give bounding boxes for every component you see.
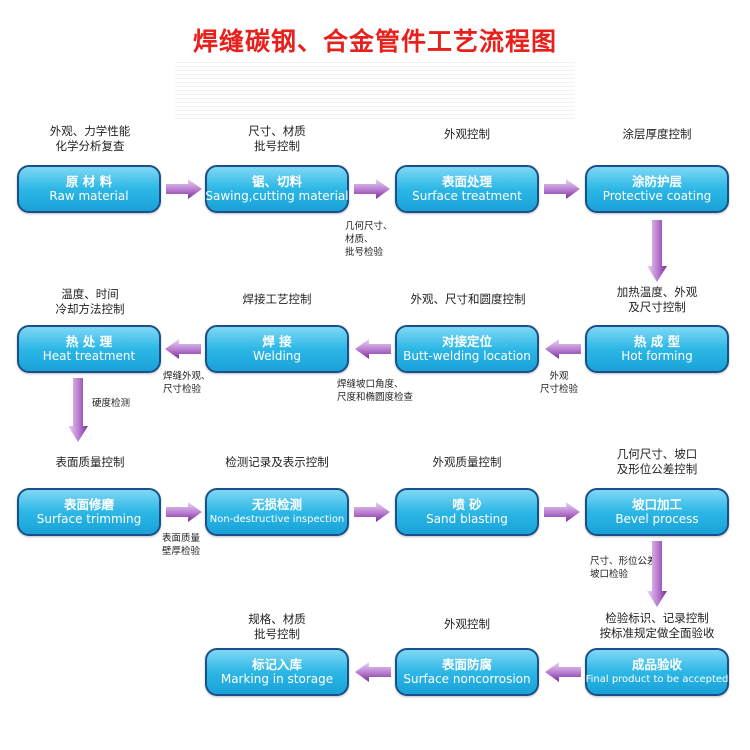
control-note-butt-welding: 外观、尺寸和圆度控制 [410, 292, 526, 306]
check-note-after-heat: 硬度检测 [92, 398, 131, 409]
control-note-ndt: 检测记录及表示控制 [225, 455, 329, 469]
control-note-marking: 规格、材质批号控制 [248, 612, 306, 641]
arrow-left-icon [355, 662, 391, 682]
control-note-coating: 涂层厚度控制 [622, 127, 692, 141]
control-note-hot-forming: 加热温度、外观及尺寸控制 [616, 285, 698, 314]
control-note-surface-trimming: 表面质量控制 [55, 455, 125, 469]
check-note-after-hot-forming: 外观尺寸检验 [540, 371, 579, 395]
arrow-right-icon [544, 179, 580, 199]
arrow-right-icon [354, 502, 390, 522]
control-note-noncorrosion: 外观控制 [444, 617, 490, 631]
arrow-right-icon [544, 502, 580, 522]
arrow-right-icon [166, 179, 202, 199]
arrow-left-icon [355, 339, 391, 359]
control-note-sawing: 尺寸、材质批号控制 [248, 124, 306, 153]
check-note-after-bevel: 尺寸、形位公差坡口检验 [590, 556, 657, 580]
title-shadow-decoration [175, 62, 575, 120]
arrow-down-icon [647, 220, 667, 282]
check-note-after-trimming: 表面质量壁厚检验 [162, 533, 201, 557]
page-title: 焊缝碳钢、合金管件工艺流程图 [192, 27, 557, 56]
control-note-final: 检验标识、记录控制按标准规定做全面验收 [599, 611, 715, 640]
control-note-heat-treatment: 温度、时间冷却方法控制 [55, 287, 125, 316]
arrow-down-icon [647, 541, 667, 607]
arrow-right-icon [166, 502, 202, 522]
control-note-welding: 焊接工艺控制 [242, 292, 312, 306]
arrow-left-icon [165, 339, 201, 359]
arrow-left-icon [545, 339, 581, 359]
control-note-raw-material: 外观、力学性能化学分析复查 [49, 124, 131, 153]
arrow-right-icon [354, 179, 390, 199]
arrow-down-icon [68, 378, 88, 442]
check-note-after-butt: 焊缝坡口角度、尺度和椭圆度检查 [337, 379, 414, 403]
check-note-after-welding: 焊缝外观、尺寸检验 [163, 371, 211, 395]
control-note-surface-treatment: 外观控制 [444, 127, 490, 141]
control-note-sand-blasting: 外观质量控制 [432, 455, 502, 469]
arrow-left-icon [545, 662, 581, 682]
check-note-after-sawing: 几何尺寸、材质、批号检验 [345, 221, 393, 258]
control-note-bevel: 几何尺寸、坡口及形位公差控制 [616, 447, 698, 476]
